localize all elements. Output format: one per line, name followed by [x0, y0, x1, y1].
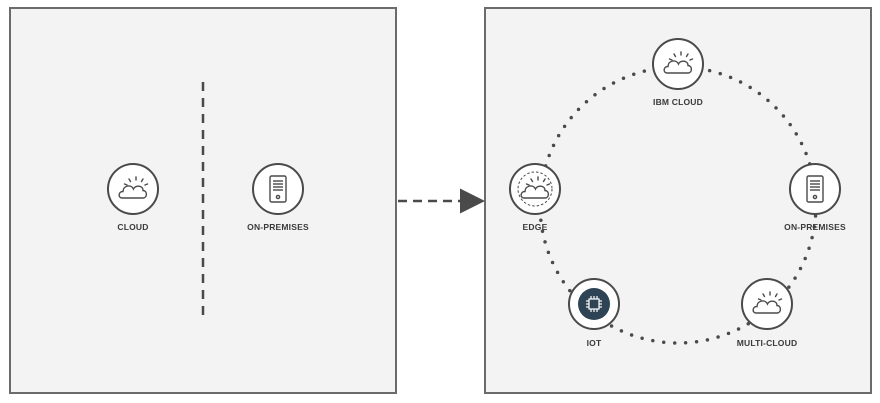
ibm-cloud-node — [652, 38, 704, 90]
edge-label: EDGE — [522, 222, 548, 232]
iot-label: IOT — [586, 338, 602, 348]
on-premises-label: ON-PREMISES — [784, 222, 846, 232]
server-icon — [804, 174, 826, 204]
server-icon — [267, 174, 289, 204]
multi-cloud-node — [741, 278, 793, 330]
cloud-icon — [661, 49, 695, 79]
cloud-icon — [750, 289, 784, 319]
cloud-icon — [116, 174, 150, 204]
on-premises-node — [789, 163, 841, 215]
cloud-node — [107, 163, 159, 215]
multi-cloud-label: MULTI-CLOUD — [736, 338, 798, 348]
edge-cloud-icon — [515, 169, 555, 209]
ibm-cloud-label: IBM CLOUD — [653, 97, 703, 107]
chip-icon — [577, 287, 611, 321]
iot-node — [568, 278, 620, 330]
on-premises-node — [252, 163, 304, 215]
cloud-label: CLOUD — [117, 222, 149, 232]
on-premises-label: ON-PREMISES — [247, 222, 309, 232]
edge-node — [509, 163, 561, 215]
